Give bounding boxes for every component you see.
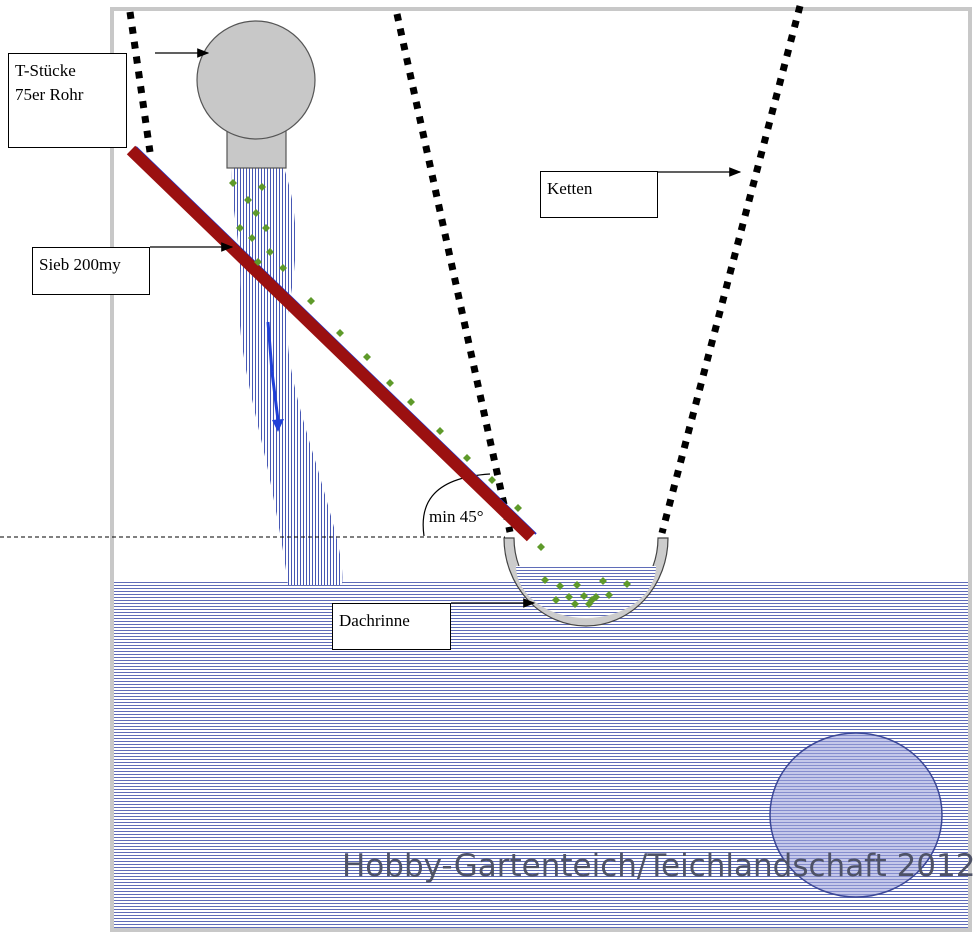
chain-center-left [393, 13, 514, 533]
particle [514, 504, 522, 512]
particle [244, 196, 252, 204]
label-sieve-text: Sieb 200my [39, 255, 121, 274]
particle [571, 600, 579, 608]
label-gutter-text: Dachrinne [339, 611, 410, 630]
particle [252, 209, 260, 217]
particle [463, 454, 471, 462]
particle [565, 593, 573, 601]
label-sieve: Sieb 200my [32, 247, 150, 295]
particle [262, 224, 270, 232]
pointer-arrows [150, 48, 742, 608]
particle [556, 582, 564, 590]
particle [605, 591, 613, 599]
particle [336, 329, 344, 337]
water-stream [231, 168, 343, 585]
particle [585, 600, 593, 608]
t-pipe-icon [196, 20, 316, 169]
particle [436, 427, 444, 435]
label-gutter: Dachrinne [332, 603, 451, 650]
particle [386, 379, 394, 387]
particle [266, 248, 274, 256]
particle [552, 596, 560, 604]
particle [488, 476, 496, 484]
particle [363, 353, 371, 361]
particle [279, 264, 287, 272]
tank-outline [110, 7, 972, 932]
label-angle: min 45° [429, 507, 484, 526]
label-t-pipe: T-Stücke 75er Rohr [8, 53, 127, 148]
particle [592, 593, 600, 601]
pump-icon [769, 732, 943, 898]
particle [307, 297, 315, 305]
label-t-pipe-line1: T-Stücke [15, 61, 76, 80]
watermark: Hobby-Gartenteich/Teichlandschaft 2012 [342, 848, 973, 884]
sieve-bar-icon [126, 145, 537, 542]
arrow-icon [266, 321, 284, 432]
particle [599, 577, 607, 585]
particle [541, 576, 549, 584]
particle [580, 592, 588, 600]
label-t-pipe-line2: 75er Rohr [15, 85, 84, 104]
chain-left-outer [126, 11, 154, 153]
particle [623, 580, 631, 588]
particle [236, 224, 244, 232]
particle [258, 183, 266, 191]
gutter-icon [503, 537, 669, 627]
label-chains-text: Ketten [547, 179, 593, 198]
particle [229, 179, 237, 187]
particles [229, 179, 631, 608]
particle [248, 234, 256, 242]
particle [573, 581, 581, 589]
particle [537, 543, 545, 551]
label-chains: Ketten [540, 171, 658, 218]
particle [254, 258, 262, 266]
chain-icon [126, 5, 804, 534]
particle [407, 398, 415, 406]
chain-right [658, 5, 804, 534]
